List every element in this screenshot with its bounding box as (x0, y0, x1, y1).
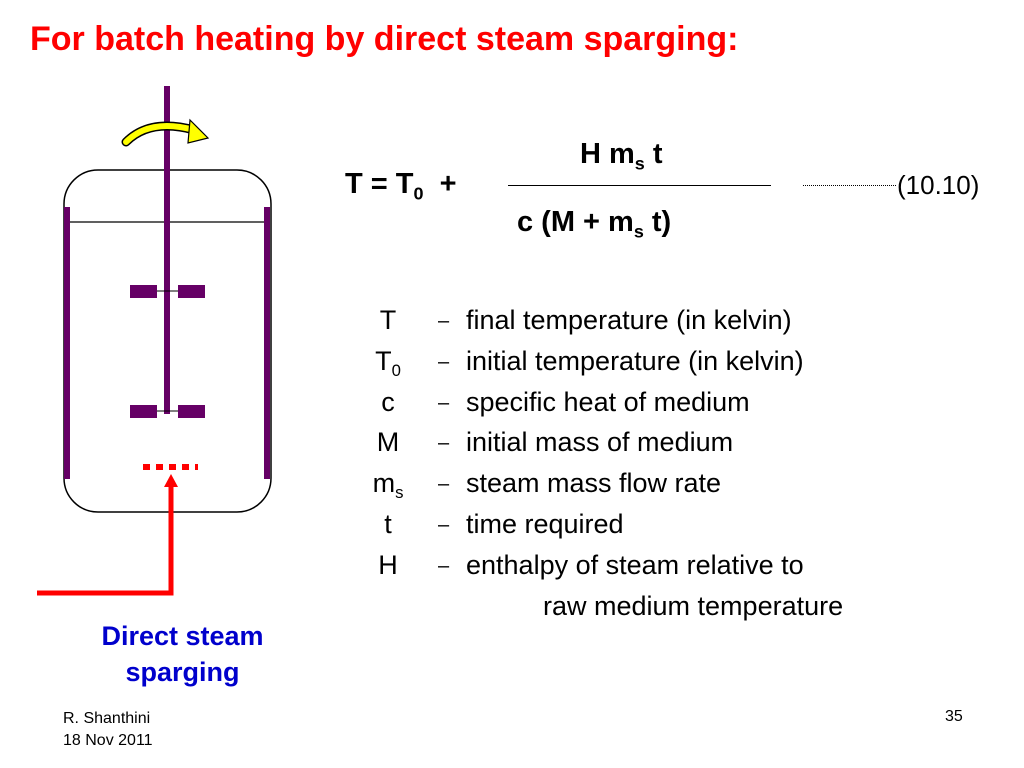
definition-symbol: T (379, 305, 397, 335)
definition-symbol: M (376, 427, 400, 458)
impeller-blade-upper-left (130, 285, 157, 298)
equation-number: (10.10) (897, 170, 980, 200)
definition-symbol: H (378, 549, 398, 580)
steam-arrow-head (164, 474, 178, 487)
definition-text: steam mass flow rate (466, 468, 722, 499)
definition-text: final temperature (in kelvin) (466, 305, 792, 335)
agitator-shaft (164, 86, 170, 414)
definition-continuation: raw medium temperature (543, 591, 844, 621)
definition-dash: – (438, 432, 450, 455)
curved-arrow-fill (123, 123, 197, 145)
slide-title: For batch heating by direct steam spargi… (30, 20, 739, 58)
curved-arrow-head (187, 118, 210, 144)
definition-symbol: c (381, 386, 395, 417)
equation-leader-dots (803, 185, 896, 186)
definition-text: enthalpy of steam relative to (466, 549, 804, 580)
definition-text: initial mass of medium (466, 427, 734, 458)
definition-symbol: T0 (375, 345, 401, 380)
definition-dash: – (438, 310, 450, 332)
footer-author-date: R. Shanthini 18 Nov 2011 (63, 708, 153, 752)
definition-dash: – (438, 513, 450, 536)
equation-denominator: c (M + ms t) (517, 206, 672, 242)
diagram-caption: Direct steam sparging (101, 621, 264, 687)
footer-author: R. Shanthini (63, 710, 151, 727)
definition-text: time required (466, 508, 624, 539)
equation-numerator: H ms t (580, 138, 663, 174)
footer-date: 18 Nov 2011 (63, 732, 153, 749)
right-jacket-wall (264, 207, 270, 479)
impeller-blade-lower-left (130, 405, 157, 418)
definition-dash: – (438, 554, 450, 577)
impeller-blade-lower-right (178, 405, 205, 418)
definition-dash: – (438, 473, 450, 496)
definition-text: initial temperature (in kelvin) (466, 345, 804, 376)
sparging-vessel-diagram (37, 86, 272, 596)
impeller-blade-upper-right (178, 285, 205, 298)
definition-dash: – (438, 391, 450, 414)
definition-symbol: ms (372, 468, 404, 503)
equation-lhs: T = T0 + (345, 168, 457, 204)
left-jacket-wall (64, 207, 70, 479)
definition-dash: – (438, 350, 450, 373)
definition-symbol: t (384, 508, 392, 539)
slide-number: 35 (945, 708, 963, 725)
steam-inlet-pipe (37, 484, 174, 596)
fraction-bar (508, 185, 771, 186)
definition-text: specific heat of medium (466, 386, 750, 417)
